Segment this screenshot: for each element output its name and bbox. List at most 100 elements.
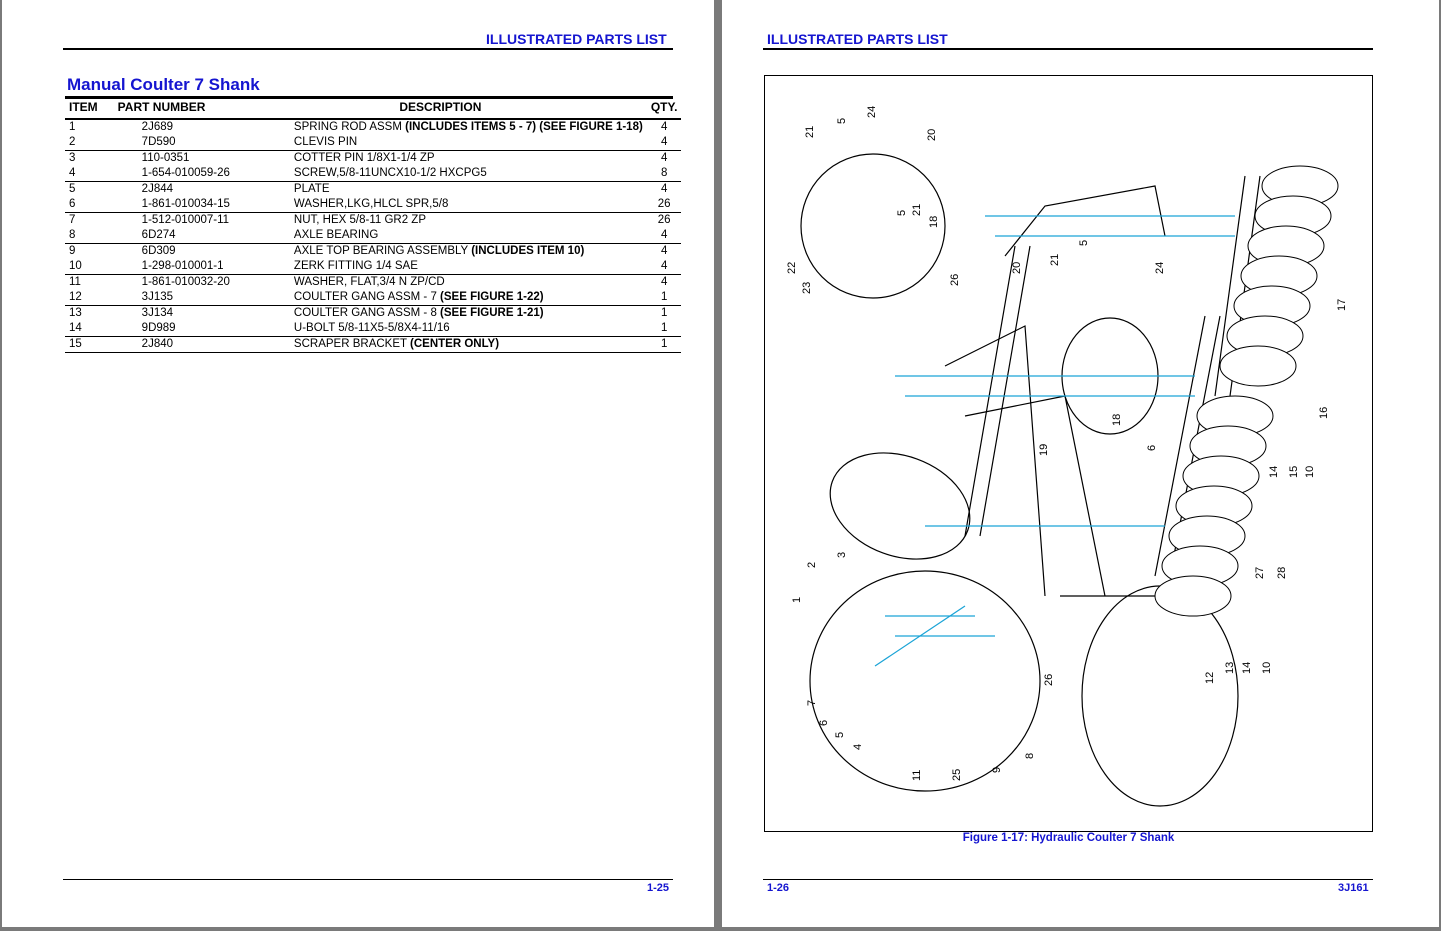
detail-ellipse-bottom	[809, 570, 1041, 792]
page-number: 1-26	[767, 882, 790, 894]
col-qty: QTY.	[646, 97, 682, 120]
part-number: 1-861-010032-20	[141, 276, 230, 288]
callout-number: 14	[1241, 662, 1253, 674]
description: COULTER GANG ASSM - 8	[293, 307, 441, 319]
quantity: 4	[646, 259, 682, 275]
item-number: 9	[69, 245, 76, 257]
table-row: 15 2J840 SCRAPER BRACKET (CENTER ONLY) 1	[65, 336, 682, 353]
description: SCRAPER BRACKET	[293, 338, 411, 350]
section-title: Manual Coulter 7 Shank	[67, 75, 260, 94]
description-note: (INCLUDES ITEM 10)	[471, 245, 585, 257]
table-row: 6 1-861-010034-15 WASHER,LKG,HLCL SPR,5/…	[65, 197, 682, 213]
item-number: 6	[65, 197, 102, 213]
description: AXLE BEARING	[293, 229, 379, 241]
item-number: 4	[65, 166, 102, 182]
callout-number: 6	[1146, 445, 1158, 451]
description: WASHER, FLAT,3/4 N ZP/CD	[293, 276, 445, 288]
description: WASHER,LKG,HLCL SPR,5/8	[293, 198, 449, 210]
quantity: 4	[660, 276, 668, 288]
callout-number: 5	[896, 210, 908, 216]
callout-number: 11	[911, 770, 923, 781]
description-note: (SEE FIGURE 1-22)	[440, 291, 544, 303]
figure-caption: Figure 1-17: Hydraulic Coulter 7 Shank	[962, 832, 1175, 844]
footer-rule	[63, 879, 673, 880]
table-row: 8 6D274 AXLE BEARING 4	[65, 228, 682, 244]
callout-number: 22	[786, 262, 798, 274]
table-row: 5 2J844 PLATE 4	[65, 182, 681, 198]
detail-ellipse-left	[829, 452, 971, 560]
description: COTTER PIN 1/8X1-1/4 ZP	[293, 152, 435, 164]
callout-number: 24	[1154, 262, 1166, 274]
callout-number: 26	[949, 274, 961, 286]
callout-number: 3	[836, 552, 848, 558]
description: ZERK FITTING 1/4 SAE	[293, 260, 418, 272]
quantity: 4	[660, 121, 668, 133]
callout-number: 6	[818, 720, 830, 726]
callout-number: 27	[1254, 567, 1266, 579]
callout-number: 23	[801, 282, 813, 294]
col-part-number: PART NUMBER	[101, 97, 234, 120]
callout-number: 12	[1204, 672, 1216, 684]
item-number: 13	[69, 307, 82, 319]
header-rule	[763, 48, 1373, 50]
coulter-disc	[1154, 575, 1232, 617]
callout-number: 15	[1288, 466, 1300, 478]
callout-number: 1	[791, 597, 803, 603]
parts-table: ITEM PART NUMBER DESCRIPTION QTY. 1 2J68…	[65, 97, 682, 353]
callout-number: 13	[1224, 662, 1236, 674]
page-number: 1-25	[647, 882, 670, 894]
callout-number: 8	[1024, 753, 1036, 759]
quantity: 8	[646, 166, 682, 182]
quantity: 4	[660, 183, 668, 195]
callout-number: 4	[852, 744, 864, 750]
quantity: 4	[646, 228, 682, 244]
item-number: 1	[69, 121, 76, 133]
part-number: 7D590	[101, 135, 234, 151]
description-note: (CENTER ONLY)	[410, 338, 500, 350]
detail-ellipse-bottom-right	[1081, 585, 1239, 807]
table-row: 14 9D989 U-BOLT 5/8-11X5-5/8X4-11/16 1	[65, 321, 682, 337]
detail-circle-top	[800, 153, 946, 299]
table-row: 4 1-654-010059-26 SCREW,5/8-11UNCX10-1/2…	[65, 166, 682, 182]
table-row: 3 110-0351 COTTER PIN 1/8X1-1/4 ZP 4	[65, 151, 681, 167]
quantity: 26	[646, 197, 682, 213]
part-number: 1-654-010059-26	[101, 166, 234, 182]
coulter-disc	[1219, 345, 1297, 387]
footer-rule	[763, 879, 1373, 880]
part-number: 110-0351	[141, 152, 190, 164]
callout-number: 16	[1318, 407, 1330, 419]
description: PLATE	[293, 183, 330, 195]
item-number: 11	[69, 276, 81, 288]
item-number: 15	[65, 336, 102, 353]
description: COULTER GANG ASSM - 7	[293, 291, 441, 303]
callout-number: 24	[866, 106, 878, 118]
table-row: 10 1-298-010001-1 ZERK FITTING 1/4 SAE 4	[65, 259, 682, 275]
item-number: 5	[69, 183, 76, 195]
callout-number: 10	[1304, 466, 1316, 478]
part-number: 9D989	[101, 321, 234, 337]
header-rule	[63, 48, 673, 50]
callout-number: 5	[1078, 240, 1090, 246]
callout-number: 7	[806, 700, 818, 706]
part-number: 1-298-010001-1	[101, 259, 234, 275]
callout-number: 21	[911, 204, 923, 216]
callout-number: 9	[991, 767, 1003, 773]
description: CLEVIS PIN	[293, 136, 358, 148]
description-note: (SEE FIGURE 1-21)	[440, 307, 544, 319]
part-number: 2J840	[101, 336, 234, 353]
quantity: 1	[660, 307, 668, 319]
callout-number: 20	[926, 129, 938, 141]
description: SPRING ROD ASSM	[293, 121, 406, 133]
quantity: 1	[646, 290, 682, 306]
quantity: 4	[660, 245, 668, 257]
callout-number: 20	[1011, 262, 1023, 274]
callout-number: 19	[1038, 444, 1050, 456]
callout-number: 18	[1111, 414, 1123, 426]
part-number: 1-512-010007-11	[141, 214, 230, 226]
callout-number: 17	[1336, 299, 1348, 311]
table-row: 7 1-512-010007-11 NUT, HEX 5/8-11 GR2 ZP…	[65, 213, 681, 229]
table-row: 9 6D309 AXLE TOP BEARING ASSEMBLY (INCLU…	[65, 244, 681, 260]
